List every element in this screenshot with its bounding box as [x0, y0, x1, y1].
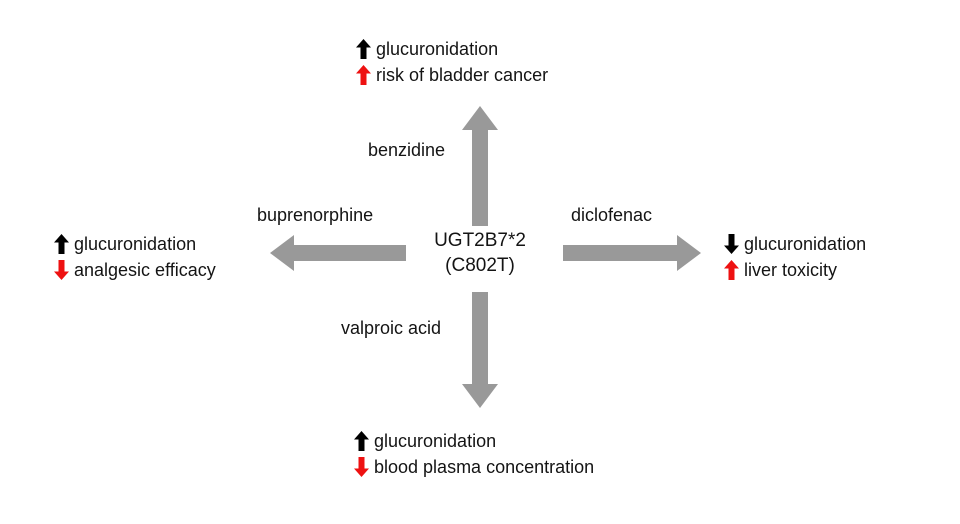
outcome-text: glucuronidation — [74, 233, 197, 254]
up-arrow-black-icon — [354, 431, 369, 451]
center-gene-node: UGT2B7*2 (C802T) — [405, 228, 555, 278]
outcome-row: blood plasma concentration — [353, 454, 594, 480]
outcome-text: analgesic efficacy — [74, 259, 216, 280]
outcome-block-diclofenac: glucuronidation liver toxicity — [723, 231, 866, 283]
outcome-row: risk of bladder cancer — [355, 62, 548, 88]
outcome-text: glucuronidation — [374, 430, 497, 451]
gene-name: UGT2B7*2 — [434, 230, 526, 251]
up-arrow-black-icon — [54, 234, 69, 254]
outcome-text: glucuronidation — [376, 38, 499, 59]
outcome-row: glucuronidation — [355, 36, 548, 62]
down-arrow-black-icon — [724, 234, 739, 254]
down-arrow-red-icon — [354, 457, 369, 477]
outcome-block-valproic-acid: glucuronidation blood plasma concentrati… — [353, 428, 594, 480]
edge-label-diclofenac: diclofenac — [571, 205, 653, 225]
connector-arrow-down — [462, 292, 498, 408]
outcome-block-buprenorphine: glucuronidation analgesic efficacy — [53, 231, 216, 283]
connector-arrow-right — [563, 235, 701, 271]
outcome-row: glucuronidation — [723, 231, 866, 257]
edge-label-buprenorphine: buprenorphine — [257, 205, 374, 225]
outcome-row: analgesic efficacy — [53, 257, 216, 283]
outcome-text: liver toxicity — [744, 259, 838, 280]
connector-arrow-left — [270, 235, 406, 271]
up-arrow-red-icon — [724, 260, 739, 280]
outcome-text: risk of bladder cancer — [376, 64, 549, 85]
outcome-row: glucuronidation — [53, 231, 216, 257]
up-arrow-black-icon — [356, 39, 371, 59]
connector-arrow-up — [462, 106, 498, 226]
edge-label-benzidine: benzidine — [368, 140, 446, 160]
outcome-text: blood plasma concentration — [374, 456, 595, 477]
gene-variant: (C802T) — [445, 255, 515, 276]
up-arrow-red-icon — [356, 65, 371, 85]
outcome-block-benzidine: glucuronidation risk of bladder cancer — [355, 36, 548, 88]
outcome-row: liver toxicity — [723, 257, 866, 283]
outcome-text: glucuronidation — [744, 233, 867, 254]
down-arrow-red-icon — [54, 260, 69, 280]
edge-label-valproic-acid: valproic acid — [341, 318, 442, 338]
outcome-row: glucuronidation — [353, 428, 594, 454]
